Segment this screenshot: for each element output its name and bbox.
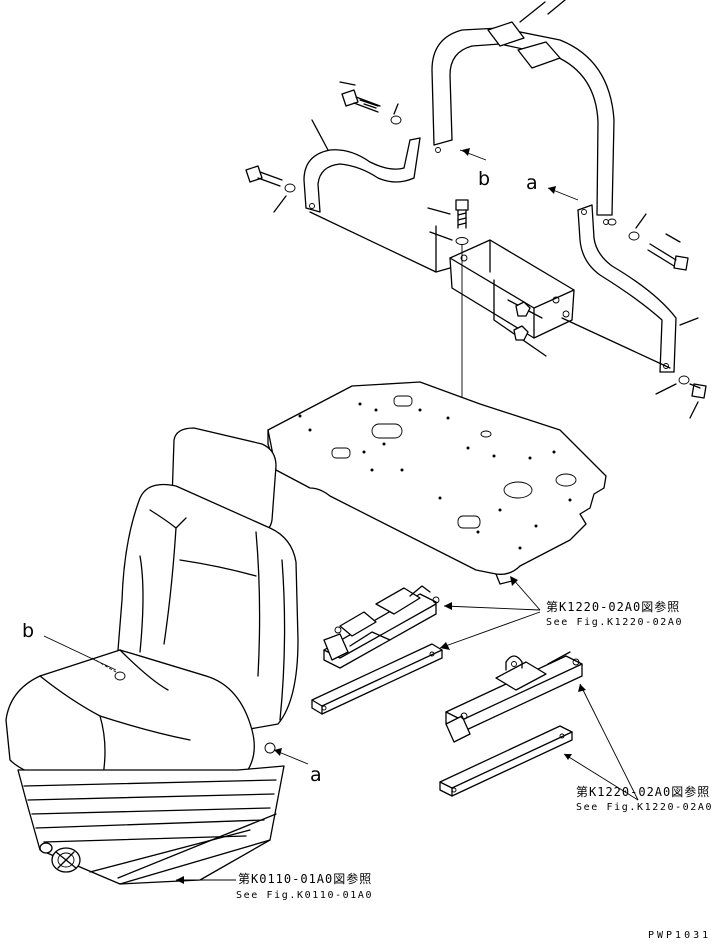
right-hoop-bracket [577,204,699,373]
upper-rail-base [311,643,443,715]
center-mount-bracket [309,211,671,369]
ref-upper-rail-jp: 第K1220-02A0図参照 [546,600,681,614]
reference-leaders [43,148,639,884]
label-b-top: b [478,168,491,190]
ref-seat-en: See Fig.K0110-01A0 [236,890,374,901]
operator-seat [5,427,299,885]
label-a-seat: a [310,764,322,786]
ref-lower-rail-en: See Fig.K1220-02A0 [576,802,714,813]
upper-slide-rail-left [323,585,440,669]
arrow-a-top [548,186,556,194]
lower-slide-rail-right [445,651,583,743]
upper-hoop-bracket [431,0,615,225]
mount-plate [267,381,607,585]
ref-lower-rail-jp: 第K1220-02A0図参照 [576,785,711,799]
left-strap-bracket [303,119,421,213]
ref-upper-rail-en: See Fig.K1220-02A0 [546,617,684,628]
ref-seat-jp: 第K0110-01A0図参照 [238,872,373,886]
bolts-and-washers [245,81,707,419]
arrow-a-seat [274,748,282,756]
drawing-code: PWP1031 [648,930,712,941]
label-a-top: a [526,172,538,194]
label-b-seat: b [22,620,35,642]
lower-rail-base [439,725,573,797]
arrow-b-top [462,148,470,156]
